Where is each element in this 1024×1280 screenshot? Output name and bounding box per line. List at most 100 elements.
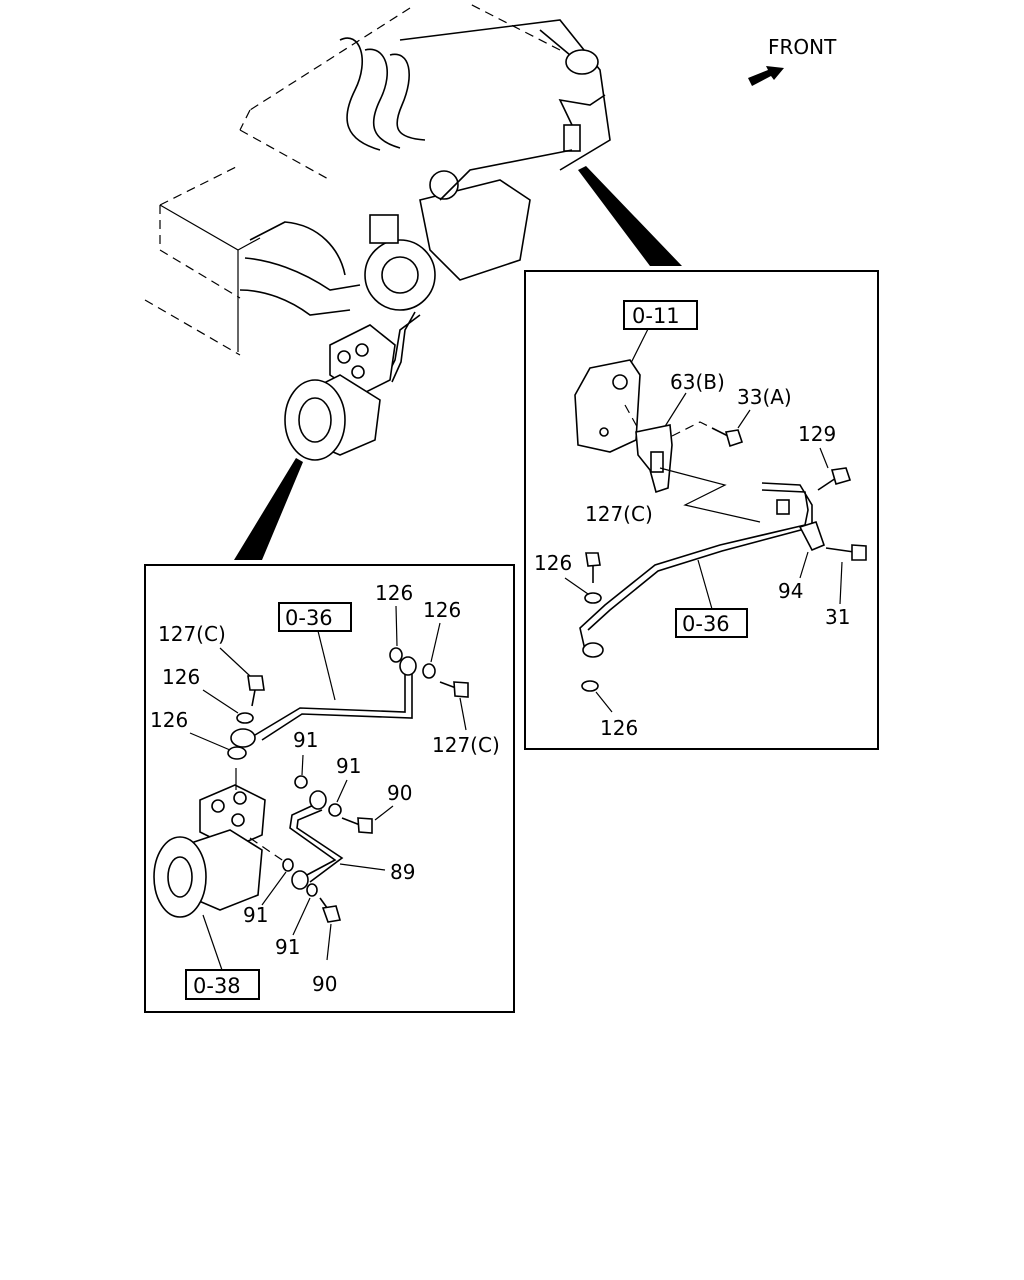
gasket-alignment — [249, 837, 286, 863]
leader-63b — [663, 392, 687, 429]
leader-127c-left — [219, 647, 251, 677]
washer-126-right-lower — [581, 680, 599, 692]
bracket-hole-upper — [612, 374, 628, 390]
bolt-90-lower — [319, 897, 342, 923]
leader-91-c — [261, 871, 287, 906]
leader-0-38 — [202, 914, 223, 971]
leader-90-upper — [374, 805, 394, 821]
gasket-91-a — [294, 775, 308, 789]
gasket-91-d — [306, 883, 318, 897]
pipe-89-eye-top — [309, 790, 327, 810]
pipe-eye-left-top — [399, 656, 417, 676]
label-126-top2: 126 — [423, 598, 461, 622]
bracket-alignment — [624, 404, 717, 437]
bolt-31 — [825, 544, 867, 561]
label-127c-right: 127(C) — [585, 502, 653, 526]
label-126-right-upper: 126 — [534, 551, 572, 575]
ref-label-0-11: 0-11 — [632, 304, 680, 328]
leader-127c-left-right — [459, 697, 467, 731]
exhaust-manifold — [419, 179, 531, 281]
compressor-port-c — [351, 365, 365, 379]
detail-box-right: 0-11 63(B) 33(A) 129 94 — [524, 270, 879, 750]
leader-91-a — [301, 754, 304, 776]
label-90-upper: 90 — [387, 781, 412, 805]
label-126-b: 126 — [150, 708, 188, 732]
washer-126-top1 — [389, 647, 403, 663]
front-direction-indicator: FRONT — [748, 35, 837, 86]
detail-frame-right — [524, 270, 879, 750]
leader-0-36-left — [317, 630, 336, 701]
ref-box-0-36-left — [278, 602, 352, 632]
leader-33a — [737, 409, 751, 429]
label-63b: 63(B) — [670, 370, 725, 394]
turbo-outlet — [369, 214, 399, 244]
bolt-33a — [711, 427, 744, 448]
reservoir-cap — [565, 49, 599, 75]
label-126-right-lower: 126 — [600, 716, 638, 740]
label-126-top1: 126 — [375, 581, 413, 605]
bolt-127c-left-right — [439, 681, 469, 698]
ref-box-0-11 — [623, 300, 698, 330]
front-label: FRONT — [768, 35, 837, 59]
engine-overview — [144, 3, 611, 461]
washer-126-top2 — [422, 663, 436, 679]
leader-89 — [339, 863, 386, 871]
clip-94 — [798, 521, 826, 552]
leader-31 — [839, 561, 843, 605]
leader-126-a — [202, 689, 239, 714]
bolt-129 — [817, 467, 852, 491]
label-33a: 33(A) — [737, 385, 792, 409]
label-90-lower: 90 — [312, 972, 337, 996]
leader-126-top2 — [430, 622, 441, 663]
compressor-detail-hub — [167, 856, 193, 898]
compressor-head — [329, 324, 396, 396]
intake-duct — [339, 37, 426, 151]
label-129: 129 — [798, 422, 836, 446]
leader-126-right-upper — [564, 577, 589, 595]
bolt-90-upper — [341, 817, 373, 834]
leader-126-b — [189, 732, 231, 751]
engine-side-panel — [159, 204, 261, 352]
washer-126-right-upper — [584, 592, 602, 604]
air-hose — [239, 257, 361, 316]
detail-box-left: 0-36 126 126 127(C) 127(C) 126 126 — [144, 564, 515, 1013]
detail-frame-left — [144, 564, 515, 1013]
leader-0-11 — [629, 328, 649, 366]
ref-label-0-36-left: 0-36 — [285, 606, 333, 630]
leader-91-d — [292, 897, 311, 936]
ref-label-0-38: 0-38 — [193, 974, 241, 998]
compressor-hub — [298, 397, 332, 443]
pipe-89-eye-bottom — [291, 870, 309, 890]
bracket-slot — [650, 451, 664, 473]
compressor-port-a — [337, 350, 351, 364]
compressor-port-b — [355, 343, 369, 357]
label-91-d: 91 — [275, 935, 300, 959]
intake-tank — [399, 19, 611, 171]
ref-box-0-38 — [185, 969, 260, 1000]
compressor-detail-port-b — [233, 791, 247, 805]
gasket-91-c — [282, 858, 294, 872]
actuator — [429, 170, 459, 200]
tank-pipe — [439, 94, 606, 201]
label-94: 94 — [778, 579, 803, 603]
label-127c-left-right: 127(C) — [432, 733, 500, 757]
pipe-eye-left-bottom — [230, 728, 256, 748]
leader-126-right-lower — [595, 691, 613, 713]
engine-block-outline — [144, 3, 561, 356]
compressor-detail-port-c — [231, 813, 245, 827]
bolt-127c-right — [585, 552, 601, 583]
washer-126-a — [236, 712, 254, 724]
turbo-inner — [381, 256, 419, 294]
ref-label-0-36-right: 0-36 — [682, 612, 730, 636]
air-hose-upper — [249, 221, 346, 276]
bolt-127c-left — [247, 675, 265, 707]
label-91-a: 91 — [293, 728, 318, 752]
washer-126-b — [227, 746, 247, 760]
leader-94 — [799, 551, 809, 579]
pointer-to-left-detail — [234, 458, 303, 560]
label-126-a: 126 — [162, 665, 200, 689]
label-91-c: 91 — [243, 903, 268, 927]
gasket-91-b — [328, 803, 342, 817]
pipe-89 — [289, 802, 344, 883]
